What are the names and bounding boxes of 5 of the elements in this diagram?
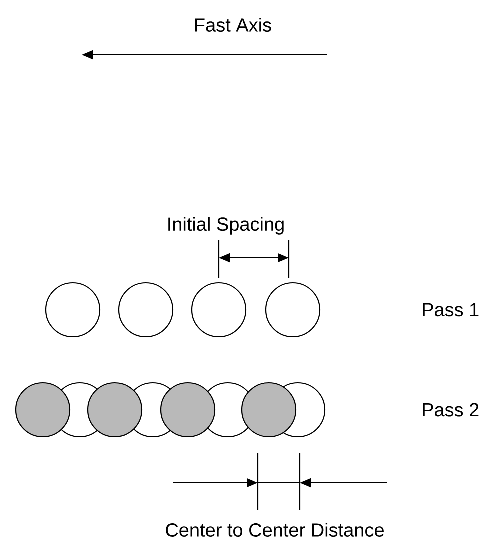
dimension-label: Initial Spacing	[168, 217, 284, 235]
axis-label: Fast Axis	[196, 18, 272, 32]
row-label: Pass 1	[423, 303, 479, 317]
dimension-label: Center to Center Distance	[166, 523, 384, 537]
row-label: Pass 2	[423, 403, 479, 417]
